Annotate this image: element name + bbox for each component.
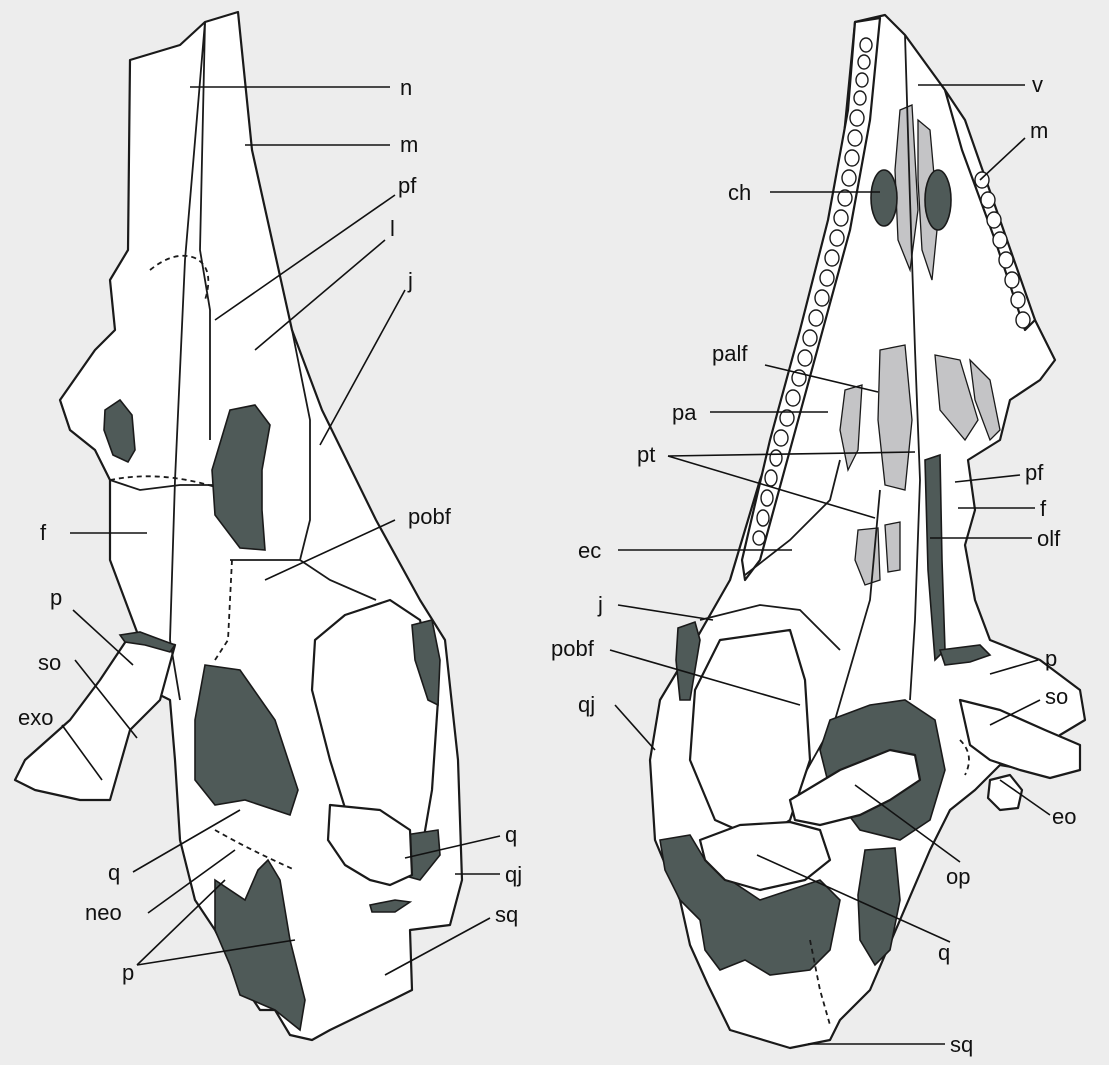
label-v: v (1032, 72, 1043, 97)
label-pobf: pobf (408, 504, 452, 529)
label-olf: olf (1037, 526, 1061, 551)
leader-m-ventral (980, 138, 1025, 180)
label-q-left: q (108, 860, 120, 885)
label-j-ventral: j (597, 592, 603, 617)
label-n: n (400, 75, 412, 100)
ventral-right-choana (925, 170, 951, 230)
label-op: op (946, 864, 970, 889)
dorsal-skull-view: n m pf l j pobf f p so exo q neo p q qj … (15, 12, 522, 1040)
label-q-ventral: q (938, 940, 950, 965)
ventral-left-choana (871, 170, 897, 226)
label-m: m (400, 132, 418, 157)
label-qj: qj (505, 862, 522, 887)
label-p-ventral: p (1045, 646, 1057, 671)
label-pt: pt (637, 442, 655, 467)
label-so: so (38, 650, 61, 675)
label-sq-ventral: sq (950, 1032, 973, 1057)
label-ch: ch (728, 180, 751, 205)
label-l: l (390, 216, 395, 241)
label-neo: neo (85, 900, 122, 925)
leader-j (320, 290, 405, 445)
label-pa: pa (672, 400, 697, 425)
label-pobf-ventral: pobf (551, 636, 595, 661)
label-ec: ec (578, 538, 601, 563)
leader-j-ventral (618, 605, 713, 620)
label-p-bottom: p (122, 960, 134, 985)
label-palf: palf (712, 341, 748, 366)
leader-qj-ventral (615, 705, 655, 750)
ventral-skull-view: v m ch palf pa pt pf f olf ec j pobf p s… (551, 15, 1085, 1057)
label-pf-ventral: pf (1025, 460, 1044, 485)
label-sq: sq (495, 902, 518, 927)
label-qj-ventral: qj (578, 692, 595, 717)
label-pf: pf (398, 173, 417, 198)
label-m-ventral: m (1030, 118, 1048, 143)
label-q-right: q (505, 822, 517, 847)
label-p: p (50, 585, 62, 610)
label-exo: exo (18, 705, 53, 730)
label-so-ventral: so (1045, 684, 1068, 709)
label-f-ventral: f (1040, 496, 1047, 521)
label-eo: eo (1052, 804, 1076, 829)
label-f: f (40, 520, 47, 545)
ventral-quadrate-right-dark (858, 848, 900, 965)
label-j: j (407, 268, 413, 293)
